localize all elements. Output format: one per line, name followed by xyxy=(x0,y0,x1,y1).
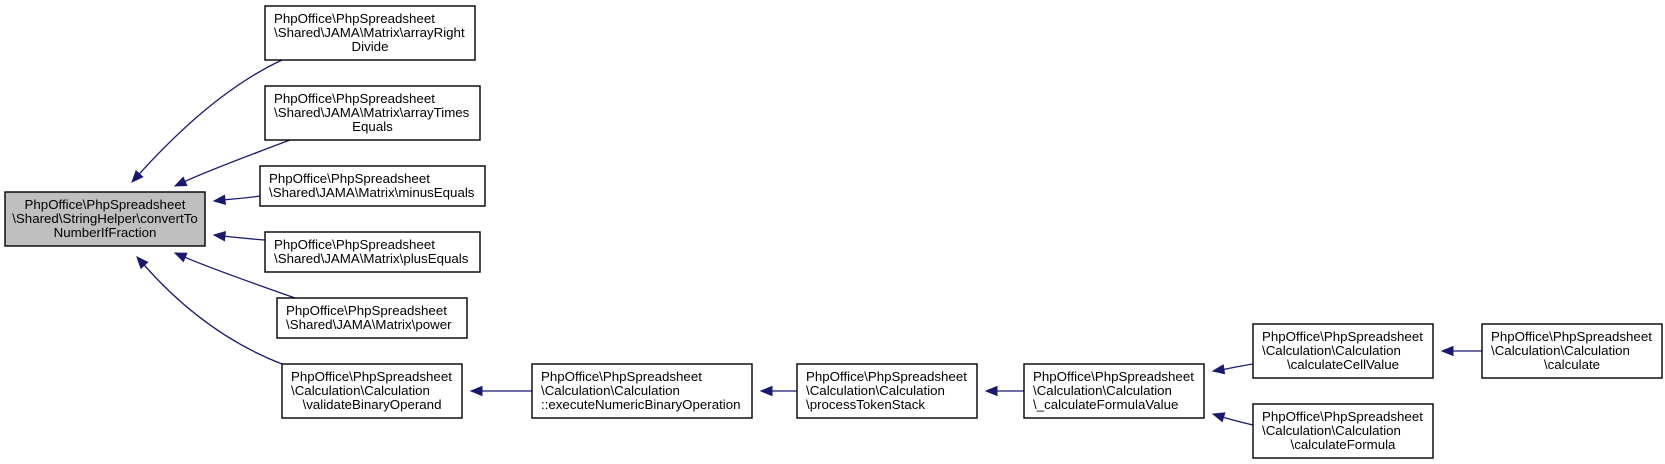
node-label-line: \processTokenStack xyxy=(806,397,925,412)
node-label-line: \calculateFormula xyxy=(1291,437,1397,452)
node-box xyxy=(531,363,753,419)
edge-processTokenStack-to-executeNumericBinaryOperation xyxy=(759,385,797,397)
edge-line xyxy=(224,235,266,241)
edge-plusEquals-to-convertToNumberIfFraction xyxy=(212,231,266,242)
node-label-line: PhpOffice\PhpSpreadsheet xyxy=(286,303,447,318)
node-label-line: PhpOffice\PhpSpreadsheet xyxy=(806,369,967,384)
node-label-line: \Shared\StringHelper\convertTo xyxy=(12,211,198,226)
node-label-line: PhpOffice\PhpSpreadsheet xyxy=(25,197,186,212)
node-label-line: \calculateCellValue xyxy=(1287,357,1399,372)
arrowhead-icon xyxy=(212,194,227,205)
edge-power-to-convertToNumberIfFraction xyxy=(173,252,296,299)
node-label-line: \_calculateFormulaValue xyxy=(1033,397,1178,412)
node-box xyxy=(1023,363,1205,419)
edge-line xyxy=(224,195,261,201)
node-minusEquals[interactable]: PhpOffice\PhpSpreadsheet\Shared\JAMA\Mat… xyxy=(259,165,486,207)
node-processTokenStack[interactable]: PhpOffice\PhpSpreadsheet\Calculation\Cal… xyxy=(796,363,978,419)
node-_calculateFormulaValue[interactable]: PhpOffice\PhpSpreadsheet\Calculation\Cal… xyxy=(1023,363,1205,419)
arrowhead-icon xyxy=(469,385,483,397)
node-label-line: NumberIfFraction xyxy=(54,225,157,240)
arrowhead-icon xyxy=(1211,412,1226,423)
edge-line xyxy=(184,256,296,299)
node-label-line: PhpOffice\PhpSpreadsheet xyxy=(1491,329,1652,344)
node-calculateCellValue[interactable]: PhpOffice\PhpSpreadsheet\Calculation\Cal… xyxy=(1252,323,1434,379)
node-box xyxy=(276,297,468,339)
node-label-line: \Calculation\Calculation xyxy=(1262,343,1401,358)
node-label-line: PhpOffice\PhpSpreadsheet xyxy=(1262,329,1423,344)
arrowhead-icon xyxy=(1440,345,1454,357)
arrowhead-icon xyxy=(212,231,227,242)
node-label-line: \Calculation\Calculation xyxy=(1262,423,1401,438)
edge-line xyxy=(184,139,291,183)
node-box xyxy=(264,5,476,61)
edge-minusEquals-to-convertToNumberIfFraction xyxy=(212,194,261,205)
node-plusEquals[interactable]: PhpOffice\PhpSpreadsheet\Shared\JAMA\Mat… xyxy=(264,231,481,273)
node-validateBinaryOperand[interactable]: PhpOffice\PhpSpreadsheet\Calculation\Cal… xyxy=(281,363,463,419)
nodes-layer: PhpOffice\PhpSpreadsheet\Shared\StringHe… xyxy=(4,5,1663,459)
node-calculate[interactable]: PhpOffice\PhpSpreadsheet\Calculation\Cal… xyxy=(1481,323,1663,379)
edge-executeNumericBinaryOperation-to-validateBinaryOperand xyxy=(469,385,532,397)
node-arrayTimesEquals[interactable]: PhpOffice\PhpSpreadsheet\Shared\JAMA\Mat… xyxy=(264,85,481,141)
node-box xyxy=(264,231,481,273)
arrowhead-icon xyxy=(131,169,144,183)
node-label-line: PhpOffice\PhpSpreadsheet xyxy=(274,237,435,252)
edge-line xyxy=(1223,416,1254,426)
node-label-line: \Shared\JAMA\Matrix\power xyxy=(286,317,452,332)
node-box xyxy=(1481,323,1663,379)
arrowhead-icon xyxy=(984,385,998,397)
node-label-line: PhpOffice\PhpSpreadsheet xyxy=(1262,409,1423,424)
node-label-line: \Shared\JAMA\Matrix\arrayTimes xyxy=(274,105,470,120)
arrowhead-icon xyxy=(759,385,773,397)
node-label-line: Divide xyxy=(352,39,389,54)
node-label-line: PhpOffice\PhpSpreadsheet xyxy=(291,369,452,384)
node-label-line: Equals xyxy=(352,119,393,134)
node-executeNumericBinaryOperation[interactable]: PhpOffice\PhpSpreadsheet\Calculation\Cal… xyxy=(531,363,753,419)
node-label-line: ::executeNumericBinaryOperation xyxy=(541,397,741,412)
arrowhead-icon xyxy=(136,256,149,270)
arrowhead-icon xyxy=(173,252,188,263)
edge-validateBinaryOperand-to-convertToNumberIfFraction xyxy=(136,256,283,365)
node-label-line: \Calculation\Calculation xyxy=(291,383,430,398)
node-power[interactable]: PhpOffice\PhpSpreadsheet\Shared\JAMA\Mat… xyxy=(276,297,468,339)
node-label-line: \Calculation\Calculation xyxy=(541,383,680,398)
node-label-line: PhpOffice\PhpSpreadsheet xyxy=(274,91,435,106)
node-convertToNumberIfFraction[interactable]: PhpOffice\PhpSpreadsheet\Shared\StringHe… xyxy=(4,191,206,247)
node-label-line: \Shared\JAMA\Matrix\plusEquals xyxy=(274,251,469,266)
node-box xyxy=(796,363,978,419)
arrowhead-icon xyxy=(1211,364,1226,375)
node-label-line: \Shared\JAMA\Matrix\arrayRight xyxy=(274,25,465,40)
node-label-line: PhpOffice\PhpSpreadsheet xyxy=(541,369,702,384)
node-label-line: PhpOffice\PhpSpreadsheet xyxy=(1033,369,1194,384)
edge-arrayTimesEquals-to-convertToNumberIfFraction xyxy=(173,139,291,187)
node-box xyxy=(281,363,463,419)
node-label-line: PhpOffice\PhpSpreadsheet xyxy=(269,171,430,186)
edge-calculateCellValue-to-_calculateFormulaValue xyxy=(1211,363,1254,375)
node-label-line: \Calculation\Calculation xyxy=(1491,343,1630,358)
edge-line xyxy=(138,59,283,175)
node-box xyxy=(4,191,206,247)
edge-line xyxy=(143,264,283,365)
node-label-line: \validateBinaryOperand xyxy=(303,397,442,412)
node-label-line: \calculate xyxy=(1544,357,1600,372)
edges-layer xyxy=(131,59,1483,426)
node-label-line: \Shared\JAMA\Matrix\minusEquals xyxy=(269,185,475,200)
node-label-line: \Calculation\Calculation xyxy=(806,383,945,398)
node-box xyxy=(264,85,481,141)
edge-calculateFormula-to-_calculateFormulaValue xyxy=(1211,412,1254,426)
node-box xyxy=(1252,323,1434,379)
edge-line xyxy=(1223,363,1254,370)
edge-calculate-to-calculateCellValue xyxy=(1440,345,1483,357)
node-arrayRightDivide[interactable]: PhpOffice\PhpSpreadsheet\Shared\JAMA\Mat… xyxy=(264,5,476,61)
edge-_calculateFormulaValue-to-processTokenStack xyxy=(984,385,1024,397)
node-calculateFormula[interactable]: PhpOffice\PhpSpreadsheet\Calculation\Cal… xyxy=(1252,403,1434,459)
arrowhead-icon xyxy=(173,176,188,187)
node-box xyxy=(1252,403,1434,459)
node-label-line: PhpOffice\PhpSpreadsheet xyxy=(274,11,435,26)
node-label-line: \Calculation\Calculation xyxy=(1033,383,1172,398)
node-box xyxy=(259,165,486,207)
edge-arrayRightDivide-to-convertToNumberIfFraction xyxy=(131,59,283,183)
